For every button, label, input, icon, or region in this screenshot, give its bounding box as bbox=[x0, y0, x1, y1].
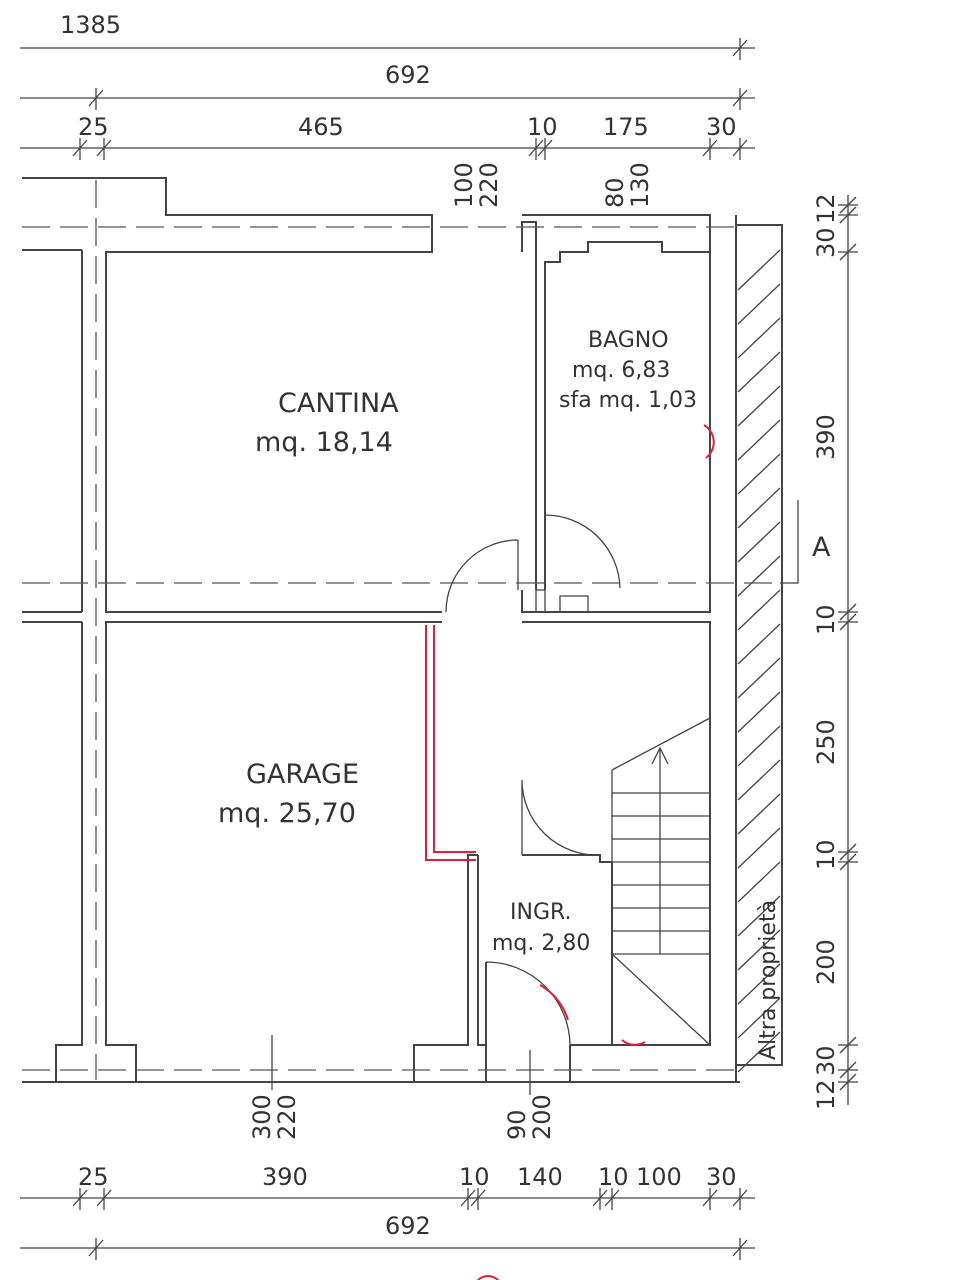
dim-top-3: 10 bbox=[527, 113, 558, 141]
dim-bottom-4: 140 bbox=[517, 1163, 563, 1191]
hatch-line bbox=[737, 589, 781, 631]
dim-right-9: 30 bbox=[812, 1045, 840, 1076]
neighbor-wall-hatch bbox=[736, 224, 783, 1073]
dim-right-7: 200 bbox=[812, 939, 840, 985]
hatch-line bbox=[737, 555, 781, 597]
dim-opening-bottom-2b: 200 bbox=[528, 1094, 556, 1140]
neighbor-label: Altra proprietà bbox=[756, 900, 781, 1060]
hatch-line bbox=[737, 283, 781, 325]
dim-total: 1385 bbox=[60, 11, 121, 39]
hatch-line bbox=[737, 997, 781, 1039]
dim-right-4: 10 bbox=[812, 604, 840, 635]
dim-top-5: 30 bbox=[706, 113, 737, 141]
dim-opening-top-2a: 80 bbox=[601, 177, 629, 208]
room-area-garage: mq. 25,70 bbox=[218, 798, 356, 829]
hatch-line bbox=[737, 1031, 781, 1073]
dim-bottom-5: 10 bbox=[598, 1163, 629, 1191]
hatch-line bbox=[737, 623, 781, 665]
walls bbox=[22, 177, 740, 1083]
dim-bottom-7: 30 bbox=[706, 1163, 737, 1191]
dim-top-4: 175 bbox=[603, 113, 649, 141]
axis-lines bbox=[22, 180, 799, 1080]
hatch-line bbox=[737, 249, 781, 291]
dimension-tick bbox=[839, 206, 857, 224]
dim-opening-top-1b: 220 bbox=[475, 162, 503, 208]
dim-bottom-3: 10 bbox=[459, 1163, 490, 1191]
hatch-line bbox=[737, 351, 781, 393]
hatch-line bbox=[737, 895, 781, 937]
dimension-tick bbox=[839, 853, 857, 871]
dimension-tick bbox=[839, 603, 857, 621]
dimension-tick bbox=[839, 843, 857, 861]
section-label: A bbox=[812, 532, 831, 563]
hatch-line bbox=[737, 453, 781, 495]
hatch-line bbox=[737, 725, 781, 767]
dim-bottom-2: 390 bbox=[262, 1163, 308, 1191]
top-dimensions: 1385 692 25 465 10 175 30 100 220 80 130 bbox=[20, 11, 755, 208]
hatch-line bbox=[737, 691, 781, 733]
dim-opening-bottom-1b: 220 bbox=[273, 1094, 301, 1140]
room-sfa-bagno: sfa mq. 1,03 bbox=[559, 388, 697, 413]
red-markings bbox=[425, 424, 715, 1280]
hatch-line bbox=[737, 521, 781, 563]
dim-right-3: 390 bbox=[812, 414, 840, 460]
dim-right-8: 12 bbox=[812, 1079, 840, 1110]
dim-opening-bottom-1a: 300 bbox=[248, 1094, 276, 1140]
room-name-garage: GARAGE bbox=[246, 759, 359, 790]
dimension-tick bbox=[839, 1036, 857, 1054]
dim-right-6: 10 bbox=[812, 839, 840, 870]
hatch-line bbox=[737, 827, 781, 869]
room-area-cantina: mq. 18,14 bbox=[255, 427, 393, 458]
room-area-bagno: mq. 6,83 bbox=[572, 358, 670, 383]
dim-overall-top: 692 bbox=[385, 61, 431, 89]
hatch-line bbox=[737, 929, 781, 971]
dim-right-2: 12 bbox=[812, 193, 840, 224]
room-name-ingresso: INGR. bbox=[510, 900, 572, 925]
hatch-line bbox=[737, 657, 781, 699]
doors bbox=[445, 514, 621, 1046]
stairs bbox=[611, 717, 711, 1046]
right-dimensions: 30 12 390 10 250 10 200 12 30 bbox=[812, 193, 858, 1110]
hatch-line bbox=[737, 419, 781, 461]
dim-bottom-1: 25 bbox=[78, 1163, 109, 1191]
dimension-tick bbox=[839, 196, 857, 214]
hatch-line bbox=[737, 793, 781, 835]
hatch-line bbox=[737, 963, 781, 1005]
dim-opening-top-2b: 130 bbox=[626, 162, 654, 208]
room-area-ingresso: mq. 2,80 bbox=[492, 931, 590, 956]
room-name-bagno: BAGNO bbox=[588, 328, 669, 353]
dimension-tick bbox=[839, 1061, 857, 1079]
hatch-line bbox=[737, 487, 781, 529]
dimension-tick bbox=[839, 243, 857, 261]
dim-top-2: 465 bbox=[298, 113, 344, 141]
hatch-line bbox=[737, 861, 781, 903]
dimension-tick bbox=[839, 1073, 857, 1091]
hatch-line bbox=[737, 317, 781, 359]
hatch-line bbox=[737, 385, 781, 427]
bottom-dimensions: 300 220 90 200 25 390 10 140 10 100 30 6… bbox=[20, 1035, 755, 1260]
dim-overall-bottom: 692 bbox=[385, 1212, 431, 1240]
dim-opening-top-1a: 100 bbox=[450, 162, 478, 208]
hatch-line bbox=[737, 759, 781, 801]
room-name-cantina: CANTINA bbox=[278, 388, 399, 419]
dimension-tick bbox=[839, 613, 857, 631]
dim-bottom-6: 100 bbox=[636, 1163, 682, 1191]
dim-right-5: 250 bbox=[812, 719, 840, 765]
dim-top-1: 25 bbox=[78, 113, 109, 141]
dim-right-1: 30 bbox=[812, 227, 840, 258]
dim-opening-bottom-2a: 90 bbox=[503, 1109, 531, 1140]
